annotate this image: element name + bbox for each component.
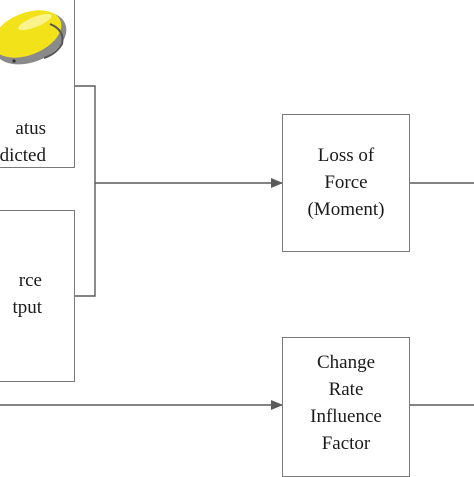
connector-top-bracket: [75, 85, 96, 183]
loss-line-2: Force: [324, 172, 368, 193]
change-line-1: Change: [316, 352, 376, 373]
label-force-output: rce tput: [12, 267, 42, 321]
label-loss-of-force: Loss of Force (Moment): [283, 142, 409, 223]
force-line-1: rce: [18, 270, 42, 291]
label-change-rate: Change Rate Influence Factor: [283, 349, 409, 457]
label-status-predicted: atus dicted: [0, 115, 46, 169]
loss-line-3: (Moment): [307, 199, 385, 220]
status-line-1: atus: [15, 118, 46, 139]
box-change-rate: Change Rate Influence Factor: [282, 337, 410, 477]
yellow-capsule-image: [0, 10, 67, 65]
status-line-2: dicted: [0, 145, 46, 166]
box-loss-of-force: Loss of Force (Moment): [282, 114, 410, 252]
change-line-2: Rate: [328, 379, 364, 400]
change-line-3: Influence: [310, 406, 382, 427]
force-line-2: tput: [12, 297, 42, 318]
box-force-output: [0, 210, 75, 382]
connector-bottom-bracket: [75, 183, 96, 297]
loss-line-1: Loss of: [317, 145, 375, 166]
change-line-4: Factor: [321, 433, 371, 454]
